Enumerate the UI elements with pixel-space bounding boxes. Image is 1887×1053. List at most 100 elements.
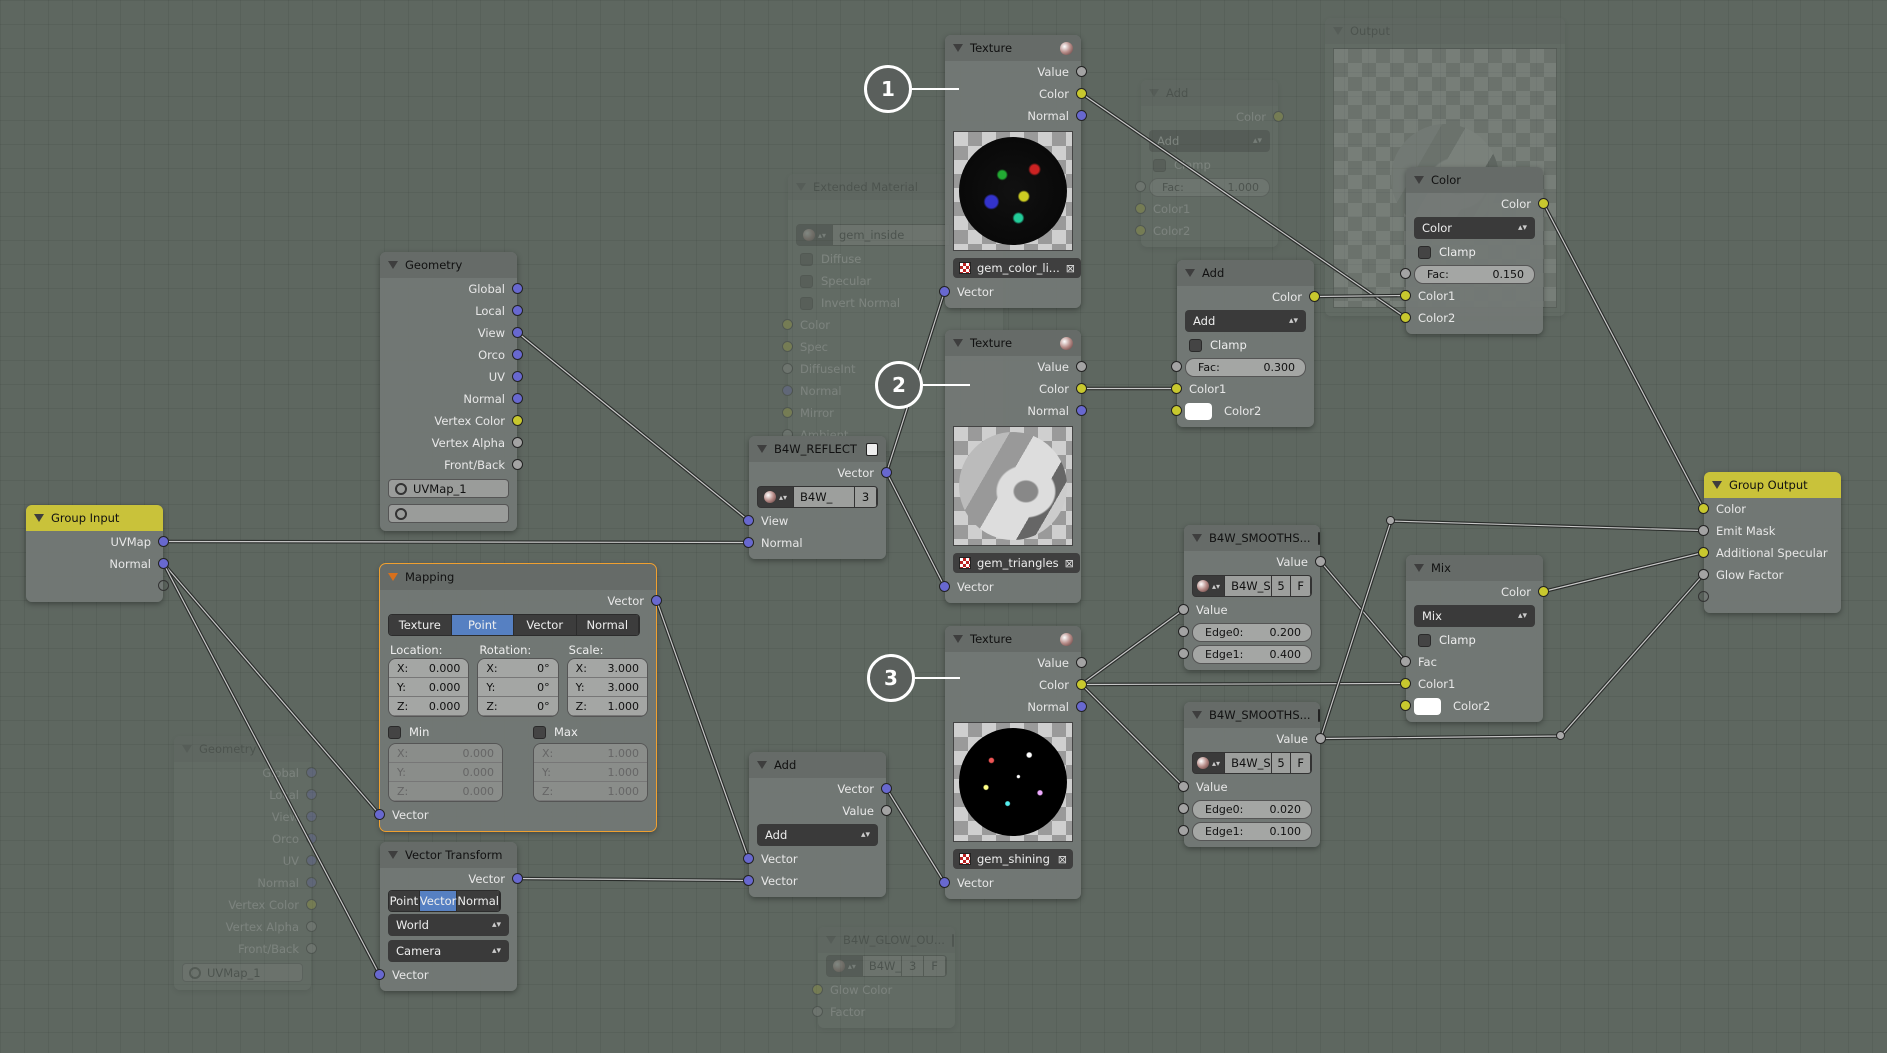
node-link[interactable] xyxy=(517,877,749,882)
node-link[interactable] xyxy=(163,539,749,545)
value-socket[interactable] xyxy=(306,943,317,954)
reroute-node[interactable] xyxy=(1386,516,1395,525)
browse-group-icon[interactable]: ▴▾ xyxy=(758,487,794,507)
mode-dropdown[interactable]: Camera▴▾ xyxy=(388,940,509,962)
tab-point[interactable]: Point xyxy=(389,891,420,911)
node-link[interactable] xyxy=(517,332,749,521)
color-socket[interactable] xyxy=(1076,88,1087,99)
node-link[interactable] xyxy=(1320,561,1406,662)
checkbox-box[interactable] xyxy=(1418,245,1431,259)
texture-selector[interactable]: gem_shining⊠ xyxy=(953,849,1073,869)
number-field[interactable]: Y:0.000 xyxy=(389,678,469,697)
node-header[interactable]: Group Input xyxy=(26,505,163,531)
node-group-icon[interactable] xyxy=(951,933,954,947)
vector-socket[interactable] xyxy=(743,515,754,526)
browse-group-icon[interactable]: ▴▾ xyxy=(827,956,863,976)
node-link[interactable] xyxy=(517,876,749,883)
number-field[interactable]: Y:0° xyxy=(478,678,558,697)
vector-socket[interactable] xyxy=(743,537,754,548)
value-socket[interactable] xyxy=(1178,648,1189,659)
value-socket[interactable] xyxy=(1178,604,1189,615)
value-slider[interactable]: Fac:1.000 xyxy=(1149,177,1270,197)
material-preview-icon[interactable] xyxy=(1060,41,1073,55)
collapse-triangle-icon[interactable] xyxy=(1712,481,1722,489)
node-header[interactable]: Texture xyxy=(945,626,1081,652)
color-socket[interactable] xyxy=(1309,291,1320,302)
value-slider[interactable]: Edge1:0.100 xyxy=(1192,821,1312,841)
value-socket[interactable] xyxy=(1135,181,1146,192)
vector-socket[interactable] xyxy=(512,283,523,294)
color-socket[interactable] xyxy=(1135,203,1146,214)
vector-socket[interactable] xyxy=(881,467,892,478)
node-link[interactable] xyxy=(1081,684,1184,787)
user-count[interactable]: 5 xyxy=(1271,753,1292,773)
checkbox-box[interactable] xyxy=(388,725,401,739)
color-socket[interactable] xyxy=(1400,700,1411,711)
diffuse-checkbox[interactable]: Diffuse xyxy=(800,252,861,266)
tab-texture[interactable]: Texture xyxy=(389,615,452,635)
value-socket[interactable] xyxy=(1076,66,1087,77)
vector-socket[interactable] xyxy=(1076,110,1087,121)
value-socket[interactable] xyxy=(1178,626,1189,637)
mode-dropdown[interactable]: Add▴▾ xyxy=(1185,310,1306,332)
value-socket[interactable] xyxy=(1315,733,1326,744)
vector-socket[interactable] xyxy=(158,558,169,569)
value-socket[interactable] xyxy=(1076,361,1087,372)
vector-socket[interactable] xyxy=(782,385,793,396)
node-header[interactable]: Geometry xyxy=(380,252,517,278)
node-header[interactable]: B4W_REFLECT xyxy=(749,436,886,462)
tab-normal[interactable]: Normal xyxy=(576,615,639,635)
color-socket[interactable] xyxy=(1400,678,1411,689)
value-socket[interactable] xyxy=(1698,569,1709,580)
node-link[interactable] xyxy=(516,331,750,522)
collapse-triangle-icon[interactable] xyxy=(1185,269,1195,277)
color-socket[interactable] xyxy=(512,415,523,426)
node-link[interactable] xyxy=(1319,560,1407,663)
vector-socket[interactable] xyxy=(306,833,317,844)
vector-socket[interactable] xyxy=(306,877,317,888)
number-field[interactable]: Y:3.000 xyxy=(567,678,647,697)
collapse-triangle-icon[interactable] xyxy=(34,514,44,522)
node-link[interactable] xyxy=(885,472,946,587)
value-socket[interactable] xyxy=(881,805,892,816)
fake-user-button[interactable]: F xyxy=(924,956,946,976)
vector-socket[interactable] xyxy=(939,581,950,592)
vector-socket[interactable] xyxy=(512,305,523,316)
collapse-triangle-icon[interactable] xyxy=(388,851,398,859)
vector-socket[interactable] xyxy=(306,789,317,800)
value-slider[interactable]: Fac:0.150 xyxy=(1414,264,1535,284)
vector-socket[interactable] xyxy=(306,767,317,778)
empty-socket[interactable] xyxy=(158,580,169,591)
value-socket[interactable] xyxy=(782,363,793,374)
color-swatch[interactable] xyxy=(1185,402,1212,420)
node-header[interactable]: Color xyxy=(1406,167,1543,193)
color-socket[interactable] xyxy=(782,407,793,418)
checkbox-box[interactable] xyxy=(800,274,813,288)
tab-vector[interactable]: Vector xyxy=(514,615,577,635)
color-socket[interactable] xyxy=(812,984,823,995)
reroute-node[interactable] xyxy=(1556,731,1565,740)
user-count[interactable]: 3 xyxy=(855,487,877,507)
fake-user-button[interactable]: F xyxy=(1291,753,1311,773)
vector-socket[interactable] xyxy=(512,371,523,382)
node-header[interactable]: Texture xyxy=(945,330,1081,356)
node-header[interactable]: Texture xyxy=(945,35,1081,61)
value-socket[interactable] xyxy=(1076,657,1087,668)
collapse-triangle-icon[interactable] xyxy=(388,261,398,269)
clamp-checkbox[interactable]: Clamp xyxy=(1189,338,1247,352)
group-name-field[interactable]: B4W_S xyxy=(1225,753,1272,773)
color-socket[interactable] xyxy=(1171,405,1182,416)
value-socket[interactable] xyxy=(1178,803,1189,814)
number-field[interactable]: Z:0° xyxy=(478,697,558,716)
node-link[interactable] xyxy=(163,540,749,544)
browse-group-icon[interactable]: ▴▾ xyxy=(797,225,833,245)
value-socket[interactable] xyxy=(1178,825,1189,836)
group-name-field[interactable]: B4W_ xyxy=(862,956,903,976)
